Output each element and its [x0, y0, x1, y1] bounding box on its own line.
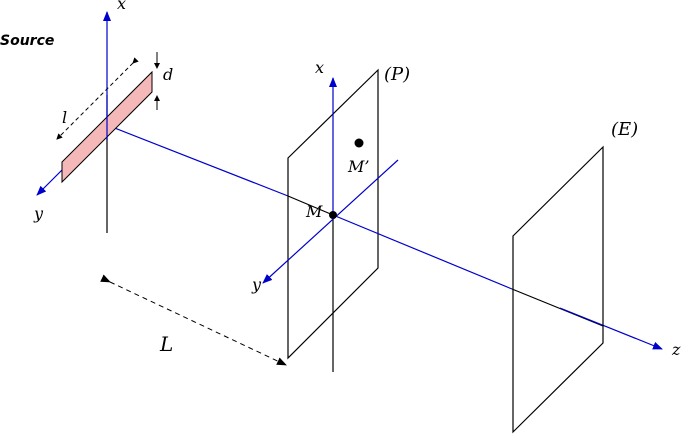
source-y-label: y — [33, 204, 44, 223]
plane-p-label: (P) — [384, 64, 410, 85]
plane-e-label: (E) — [611, 119, 638, 140]
distance-label: L — [159, 332, 173, 356]
slit-width-label: d — [163, 65, 173, 84]
optical-axis-segment-4 — [511, 288, 604, 327]
plane-p — [287, 68, 379, 360]
z-axis — [559, 307, 663, 350]
point-m — [329, 211, 337, 219]
slit-length-label: l — [62, 108, 67, 127]
point-m-label: M — [305, 202, 323, 221]
point-m-prime — [354, 138, 364, 148]
plane-y-label: y — [251, 275, 262, 294]
plane-x-label: x — [315, 58, 324, 77]
optical-axis-segment-2 — [287, 195, 334, 216]
optical-axis-segment-3 — [332, 214, 513, 290]
plane-y-axis — [262, 159, 399, 284]
point-m-prime-label: M’ — [347, 157, 369, 176]
slit-length-arrow — [56, 57, 139, 140]
source-label: Source — [0, 33, 54, 49]
distance-l-arrow — [100, 274, 287, 366]
plane-e — [512, 145, 604, 434]
source-x-label: x — [117, 0, 126, 13]
z-axis-label: z — [671, 340, 681, 359]
optical-axis-segment-1 — [106, 124, 289, 197]
